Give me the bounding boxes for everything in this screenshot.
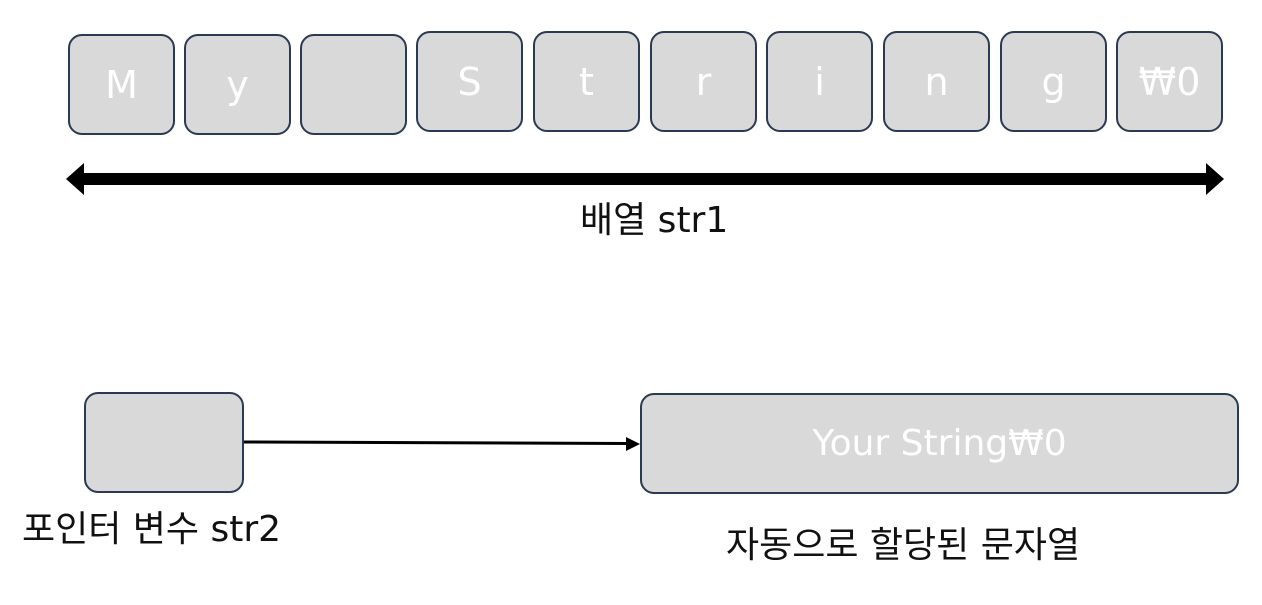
array-cell-0: M [68, 34, 175, 135]
array-cell-1: y [184, 34, 291, 135]
array-cell-6: i [766, 31, 873, 132]
array-span-arrow [66, 163, 1224, 195]
array-cell-4: t [533, 31, 640, 132]
array-cell-3: S [416, 31, 523, 132]
allocated-string-box: Your String₩0 [640, 393, 1239, 494]
array-label: 배열 str1 [580, 200, 729, 241]
array-cell-7: n [883, 31, 990, 132]
pointer-box [84, 392, 244, 493]
array-cell-9: ₩0 [1116, 31, 1223, 132]
pointer-arrow [243, 437, 640, 451]
array-cell-8: g [1000, 31, 1107, 132]
pointer-label: 포인터 변수 str2 [22, 509, 282, 550]
array-cell-5: r [650, 31, 757, 132]
allocated-label: 자동으로 할당된 문자열 [726, 525, 1081, 566]
array-cell-2 [300, 34, 407, 135]
